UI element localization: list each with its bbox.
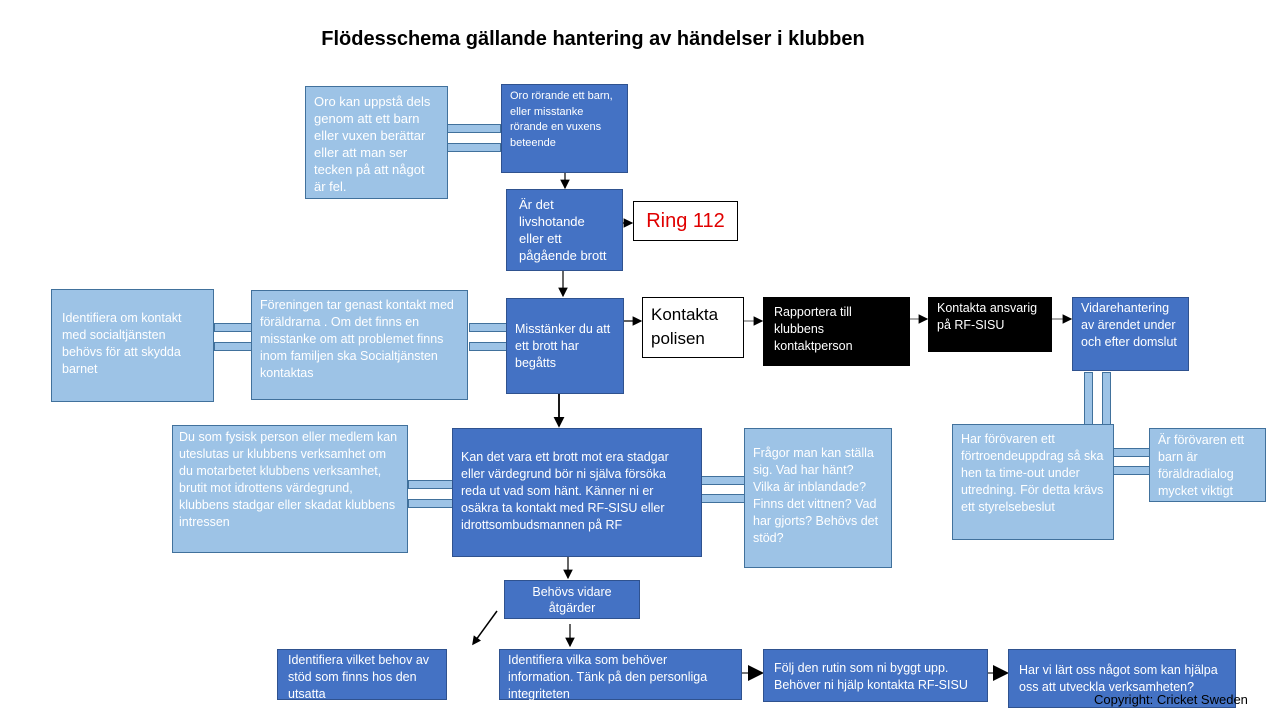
box-rapportera: Rapportera till klubbens kontaktperson (763, 297, 910, 366)
connector-bar (214, 323, 252, 332)
connector-bar (1113, 466, 1150, 475)
box-misstanker: Misstänker du att ett brott har begåtts (506, 298, 624, 394)
connector-bar (447, 124, 501, 133)
connector-bar (469, 342, 507, 351)
connector-bar (1113, 448, 1150, 457)
box-du-som: Du som fysisk person eller medlem kan ut… (172, 425, 408, 553)
box-kan-det-vara: Kan det vara ett brott mot era stadgar e… (452, 428, 702, 557)
box-ar-forovaren: Är förövaren ett barn är föräldradialog … (1149, 428, 1266, 502)
copyright-text: Copyright: Cricket Sweden (1094, 692, 1248, 707)
box-har-vi-lart: Har vi lärt oss något som kan hjälpa oss… (1008, 649, 1236, 708)
box-har-forovaren: Har förövaren ett förtroendeuppdrag så s… (952, 424, 1114, 540)
box-vidarehantering: Vidarehantering av ärendet under och eft… (1072, 297, 1189, 371)
connector-bar (408, 499, 453, 508)
connector-bar (1084, 372, 1093, 425)
box-identifiera-kontakt: Identifiera om kontakt med socialtjänste… (51, 289, 214, 402)
box-kontakta-polisen: Kontakta polisen (642, 297, 744, 358)
box-folj-rutin: Följ den rutin som ni byggt upp. Behöver… (763, 649, 988, 702)
box-oro-rorande: Oro rörande ett barn, eller misstanke rö… (501, 84, 628, 173)
box-identifiera-behov: Identifiera vilket behov av stöd som fin… (277, 649, 447, 701)
box-ring-112: Ring 112 (633, 201, 738, 241)
page-title: Flödesschema gällande hantering av hände… (321, 28, 865, 50)
box-foreningen: Föreningen tar genast kontakt med föräld… (251, 290, 468, 400)
box-kontakta-ansvarig: Kontakta ansvarig på RF-SISU (928, 297, 1052, 352)
connector-bar (701, 494, 745, 503)
connector-bar (1102, 372, 1111, 425)
arrow-to-identifiera-behov (472, 610, 498, 646)
box-fragor: Frågor man kan ställa sig. Vad har hänt?… (744, 428, 892, 568)
box-behovs-vidare: Behövs vidare åtgärder (504, 580, 640, 619)
connector-bar (469, 323, 507, 332)
box-livshotande: Är det livshotande eller ett pågående br… (506, 189, 623, 271)
connector-bar (408, 480, 453, 489)
connector-bar (447, 143, 501, 152)
box-oro-uppsta: Oro kan uppstå dels genom att ett barn e… (305, 86, 448, 199)
box-identifiera-vilka: Identifiera vilka som behöver informatio… (499, 649, 742, 701)
connector-bar (701, 476, 745, 485)
connector-bar (214, 342, 252, 351)
